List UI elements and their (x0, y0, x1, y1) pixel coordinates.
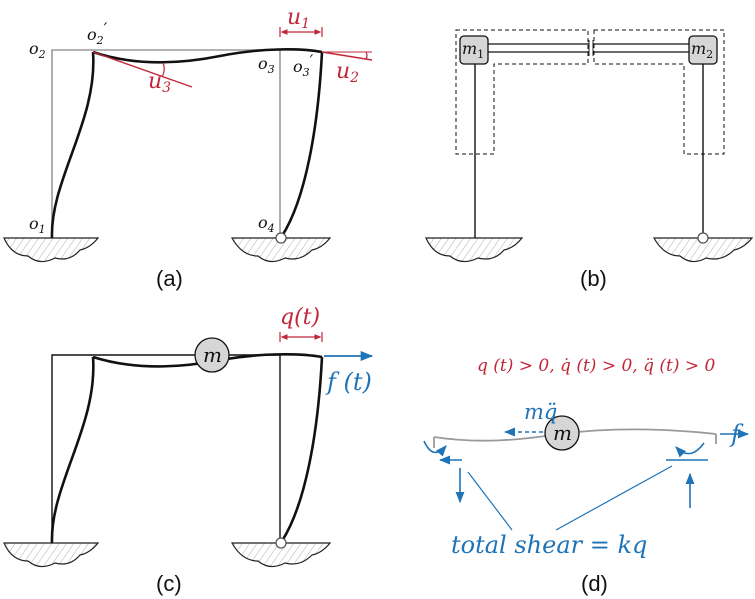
label-u2: u2 (336, 59, 359, 86)
leader-line-right (555, 465, 673, 531)
panel-a: o1 o2 o2′ o3 o3′ o4 u1 u2 u3 (a) (3, 5, 373, 291)
label-f-t: f (t) (325, 368, 372, 396)
ground-support-left (3, 237, 100, 263)
ground-support-right (230, 237, 332, 263)
deformed-right-column (280, 51, 324, 237)
label-o3-prime: o3′ (293, 51, 314, 79)
caption-c: (c) (156, 571, 182, 596)
caption-a: (a) (156, 266, 183, 291)
mass-d (544, 415, 580, 451)
label-o1: o1 (29, 214, 46, 236)
moment-arc-left (423, 440, 447, 457)
moment-arc-right (675, 442, 705, 458)
mass-c (194, 337, 230, 373)
undeformed-frame (51, 49, 281, 238)
deformed-left-column-c (50, 356, 95, 544)
rotation-tangent-u2 (321, 51, 373, 61)
panel-d: q (t) > 0, q̇ (t) > 0, q̈ (t) > 0 m mq̈ … (423, 356, 750, 596)
pin-support-o4 (275, 232, 287, 244)
ground-support-left-c (3, 542, 100, 568)
deformed-left-column (50, 51, 95, 239)
label-q-t: q(t) (280, 305, 320, 330)
u1-dimension (279, 27, 323, 37)
dashed-region-right (593, 29, 725, 155)
q-dimension (279, 332, 323, 342)
pin-support-c (275, 537, 287, 549)
undeformed-frame-c (51, 354, 281, 543)
motion-condition: q (t) > 0, q̇ (t) > 0, q̈ (t) > 0 (477, 356, 716, 376)
label-m2: m2 (691, 39, 713, 61)
label-o2: o2 (29, 39, 46, 61)
mass-d-label: m (553, 421, 572, 445)
dashed-region-left (455, 29, 589, 155)
label-total-shear: total shear = kq (451, 531, 647, 559)
mass-m2-box (688, 35, 718, 65)
label-o2-prime: o2′ (87, 19, 108, 47)
label-u3: u3 (148, 69, 171, 96)
caption-b: (b) (580, 266, 607, 291)
ground-support-right-c (230, 542, 332, 568)
deformed-beam (92, 48, 323, 64)
label-o4: o4 (258, 213, 275, 235)
arc-u3 (161, 62, 165, 78)
caption-d: (d) (581, 571, 608, 596)
arc-u2 (365, 51, 368, 60)
deformed-right-column-c (280, 356, 324, 542)
panel-b: m1 m2 (b) (425, 29, 754, 291)
label-u1: u1 (287, 5, 310, 32)
ground-support-right-b (652, 237, 754, 263)
mass-c-label: m (203, 343, 222, 367)
panel-c: m q(t) f (t) (c) (3, 305, 374, 596)
pin-support-b (697, 232, 709, 244)
mass-m1-box (459, 35, 489, 65)
ground-support-left-b (425, 237, 524, 263)
leader-line-left (467, 471, 513, 531)
label-o3: o3 (258, 54, 275, 76)
rotation-tangent-u3 (92, 51, 193, 88)
label-inertia: mq̈ (524, 400, 557, 424)
label-m1: m1 (462, 39, 484, 61)
